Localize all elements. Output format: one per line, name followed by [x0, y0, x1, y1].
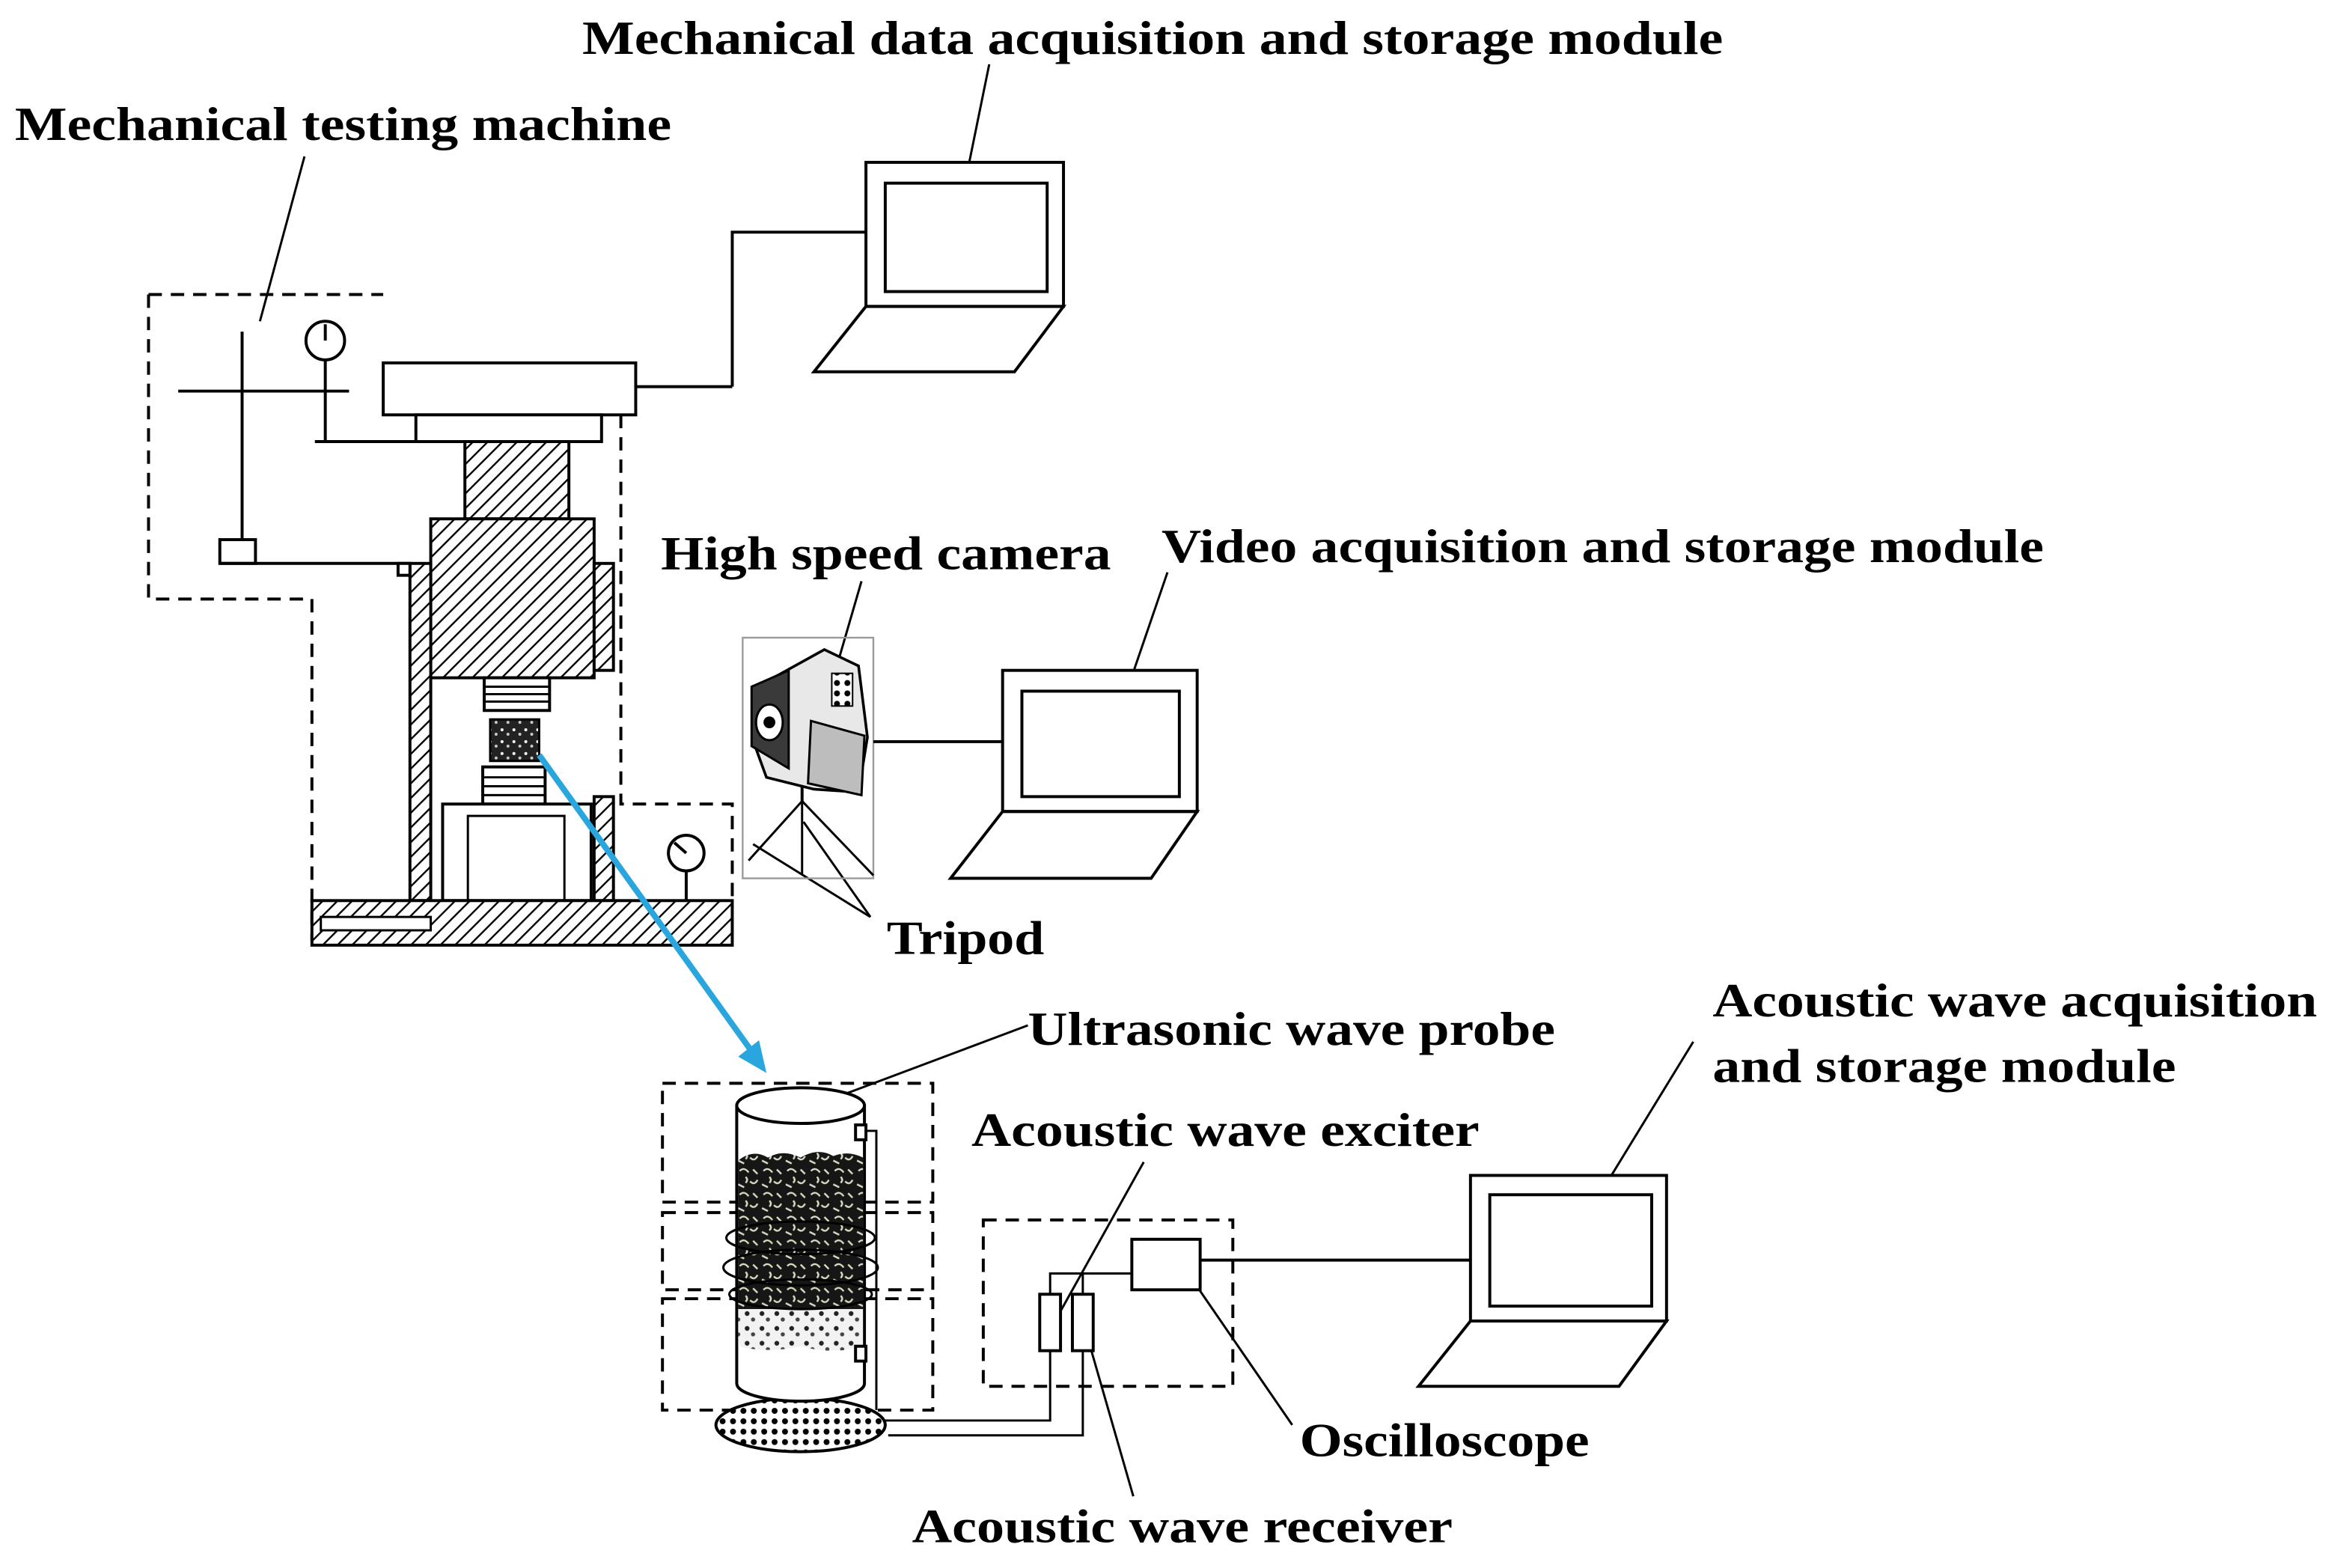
label-mechanical-daq: Mechanical data acquisition and storage …	[582, 11, 1723, 64]
specimen-base-disk	[714, 1397, 887, 1453]
test-specimen	[489, 718, 540, 763]
specimen-lower-speckle	[738, 1309, 864, 1351]
laptop-screen-frame	[864, 160, 1066, 308]
upper-platen	[483, 676, 552, 713]
right-column-upper	[592, 561, 615, 672]
probe-cable	[866, 1129, 878, 1411]
specimen-fractured-core	[738, 1152, 864, 1310]
tripod-leg-right	[801, 800, 875, 876]
camera-image-frame	[742, 636, 875, 879]
oscilloscope	[1130, 1237, 1202, 1292]
signal-unit-dashed-box	[981, 1218, 1235, 1388]
support-block-body	[441, 802, 593, 903]
connection-cable-mechanical-daq-2	[730, 231, 867, 387]
leader-line-exciter	[1056, 1161, 1145, 1317]
camera-vent	[831, 672, 854, 707]
laptop-video-daq	[947, 668, 1200, 880]
receiver-cable	[888, 1350, 1084, 1437]
label-ultrasonic-probe: Ultrasonic wave probe	[1028, 1002, 1555, 1055]
label-acoustic-receiver: Acoustic wave receiver	[912, 1500, 1453, 1553]
label-oscilloscope: Oscilloscope	[1300, 1414, 1590, 1467]
label-tripod: Tripod	[887, 912, 1044, 965]
loading-ram-upper	[463, 440, 571, 521]
zoom-arrow-shaft	[537, 753, 753, 1052]
acoustic-wave-exciter	[1038, 1293, 1063, 1352]
machine-dashed-outline-left	[147, 293, 384, 941]
wave-ring	[727, 1278, 873, 1311]
laptop-base	[947, 810, 1200, 880]
label-acoustic-daq-line1: Acoustic wave acquisition	[1712, 974, 2317, 1027]
zoom-arrow-head	[738, 1040, 767, 1073]
high-speed-camera	[742, 636, 875, 879]
exciter-to-oscilloscope-cable	[1048, 1272, 1132, 1295]
leader-line-tripod-right	[802, 821, 872, 918]
leader-line-tripod-left	[752, 843, 871, 918]
stand-bracket	[396, 561, 412, 577]
camera-flip-screen	[807, 719, 866, 797]
ultrasonic-probe-bottom	[854, 1344, 868, 1363]
stand-foot	[218, 538, 257, 565]
mechanical-testing-machine	[147, 231, 867, 947]
left-column	[408, 561, 433, 903]
label-acoustic-daq-line2: and storage module	[1712, 1039, 2176, 1092]
lower-support-block	[441, 802, 593, 903]
displacement-gauge-stand	[178, 320, 416, 577]
laptop-screen	[1488, 1193, 1653, 1308]
laptop-screen-frame	[1468, 1174, 1668, 1323]
dial-gauge-icon	[667, 833, 706, 873]
label-acoustic-exciter: Acoustic wave exciter	[971, 1103, 1480, 1156]
right-dial-gauge	[667, 833, 706, 901]
specimen-top-face	[735, 1086, 867, 1125]
laptop-base	[811, 305, 1067, 373]
dial-gauge-needle	[673, 841, 688, 855]
machine-base-slot	[320, 915, 433, 932]
acoustic-signal-unit	[981, 1218, 1235, 1388]
laptop-screen	[1020, 689, 1181, 799]
label-testing-machine: Mechanical testing machine	[15, 97, 671, 150]
exciter-cable	[885, 1350, 1051, 1422]
leader-line-testing-machine	[258, 156, 306, 322]
wave-ring	[725, 1220, 876, 1256]
lower-platen	[481, 765, 547, 806]
laptop-acoustic-daq	[1415, 1174, 1670, 1388]
laptop-base	[1415, 1319, 1670, 1388]
camera-lens-center	[763, 716, 776, 729]
ultrasonic-probe-top	[854, 1123, 868, 1141]
laptop-screen-frame	[1001, 668, 1199, 814]
label-video-daq: Video acquisition and storage module	[1162, 519, 2044, 573]
zoom-arrow	[537, 753, 767, 1073]
crosshead-plate	[414, 413, 603, 444]
label-high-speed-camera: High speed camera	[661, 527, 1111, 580]
support-block-inner	[466, 814, 566, 901]
machine-dashed-outline-right	[619, 415, 734, 901]
wave-ring	[722, 1248, 879, 1287]
acoustic-wave-receiver	[1070, 1293, 1095, 1352]
crosshead	[382, 361, 638, 417]
tripod-leg-left	[748, 800, 803, 861]
ultrasonic-test-specimen	[661, 1082, 935, 1453]
loading-ram-lower	[429, 517, 596, 680]
laptop-mechanical-daq	[811, 160, 1067, 373]
laptop-screen	[883, 181, 1049, 293]
